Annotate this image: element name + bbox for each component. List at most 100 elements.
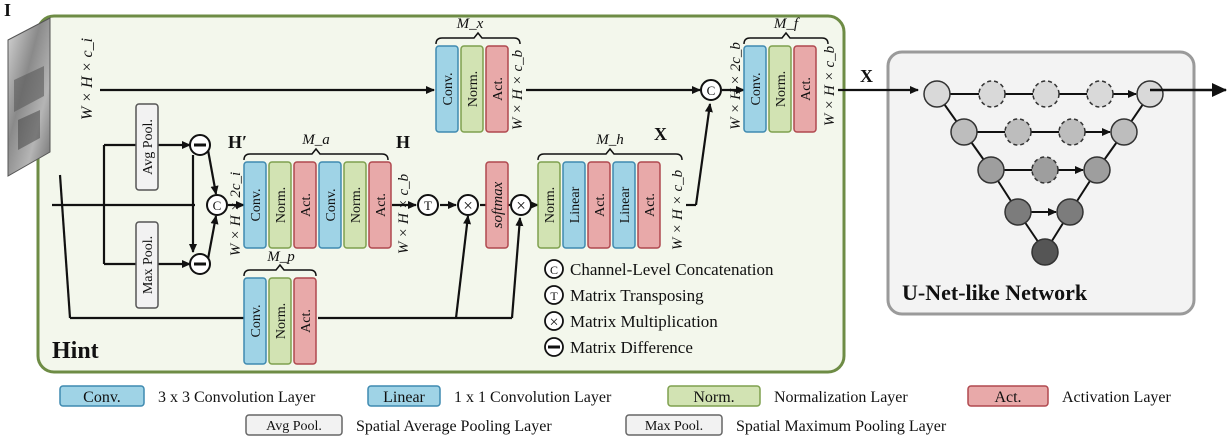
legend-text: 3 x 3 Convolution Layer xyxy=(158,389,316,406)
concat-circle-f: C xyxy=(700,79,722,101)
legend-text: 1 x 1 Convolution Layer xyxy=(454,389,612,406)
hint-title: Hint xyxy=(52,338,99,364)
unet-node xyxy=(923,80,951,108)
conv-block xyxy=(435,45,459,133)
h-label: H xyxy=(396,132,410,152)
module-mf: Conv. Norm. Act. xyxy=(743,45,817,133)
module-ma: Conv.Norm.Act.Conv.Norm.Act. xyxy=(243,161,392,249)
wiring xyxy=(52,86,919,320)
conv-block-label: Conv. xyxy=(441,73,456,106)
unet-graph xyxy=(923,80,1164,266)
unet-title: U-Net-like Network xyxy=(902,280,1088,305)
act-block-label: Act. xyxy=(374,193,389,217)
op-legend-symbol: T xyxy=(550,289,558,303)
dims-mh-out: W × H × c_b xyxy=(670,169,686,250)
norm-block xyxy=(537,161,561,249)
norm-block xyxy=(268,161,292,249)
act-block xyxy=(485,45,509,133)
op-legend-symbol: C xyxy=(550,263,558,277)
act-block-label: Act. xyxy=(299,309,314,333)
softmax-box: softmax xyxy=(485,161,509,249)
unet-skip-node xyxy=(1004,118,1032,146)
norm-block-label: Norm. xyxy=(274,303,289,339)
op-legend-symbol: × xyxy=(549,314,558,331)
unet-skip-node xyxy=(1058,118,1086,146)
legend-key: Linear xyxy=(383,389,425,406)
unet-node xyxy=(1136,80,1164,108)
module-mh-label: M_h xyxy=(595,132,624,148)
legend-key: Avg Pool. xyxy=(266,419,322,434)
norm-block xyxy=(343,161,367,249)
unet-node xyxy=(1083,156,1111,184)
unet-node xyxy=(1056,198,1084,226)
act-block-label: Act. xyxy=(491,77,506,101)
act-block-label: Act. xyxy=(593,193,608,217)
module-ma-label: M_a xyxy=(301,132,330,148)
linear-block xyxy=(562,161,586,249)
act-block xyxy=(293,277,317,365)
module-mx: Conv.Norm.Act. xyxy=(435,45,509,133)
conv-block-label: Conv. xyxy=(249,305,264,338)
op-legend-item: Matrix Difference xyxy=(544,337,693,357)
conv-block xyxy=(243,277,267,365)
act-block xyxy=(637,161,661,249)
svg-text:×: × xyxy=(463,196,473,215)
linear-block xyxy=(612,161,636,249)
linear-block-label: Linear xyxy=(568,186,583,223)
act-block-label: Act. xyxy=(799,77,814,101)
conv-block-label: Conv. xyxy=(249,189,264,222)
legend-key: Conv. xyxy=(83,389,121,406)
module-labels xyxy=(243,31,829,277)
svg-text:C: C xyxy=(213,198,222,213)
conv-block-label: Conv. xyxy=(749,73,764,106)
op-legend-text: Matrix Difference xyxy=(570,338,693,357)
op-legend-item: ×Matrix Multiplication xyxy=(544,311,718,331)
conv-block xyxy=(243,161,267,249)
multiply-circle-1: × xyxy=(457,194,479,216)
legend-text: Spatial Average Pooling Layer xyxy=(356,418,552,435)
unet-skip-node xyxy=(1086,80,1114,108)
concat-circle-a: C xyxy=(206,194,228,216)
legend-item: Max Pool.Spatial Maximum Pooling Layer xyxy=(625,414,947,436)
layer-legend: Conv. 3 x 3 Convolution Layer Linear 1 x 1 … xyxy=(59,385,1172,436)
legend-item: Conv. 3 x 3 Convolution Layer xyxy=(59,385,316,407)
norm-block-label: Norm. xyxy=(543,187,558,223)
norm-block xyxy=(460,45,484,133)
norm-block xyxy=(768,45,792,133)
norm-block xyxy=(268,277,292,365)
linear-block-label: Linear xyxy=(618,186,633,223)
dims-ma-in: W × H × 2c_i xyxy=(228,172,244,256)
act-block xyxy=(293,161,317,249)
h-prime-label: H′ xyxy=(228,132,247,152)
diff-circle-bottom xyxy=(189,253,211,275)
svg-text:×: × xyxy=(516,196,526,215)
conv-block-label: Conv. xyxy=(324,189,339,222)
dims-mf-out: W × H × c_b xyxy=(822,45,838,126)
module-mf-label: M_f xyxy=(773,16,800,32)
svg-text:C: C xyxy=(707,83,716,98)
dims-mf-in: W × H × 2c_b xyxy=(728,42,744,130)
act-block xyxy=(793,45,817,133)
conv-block xyxy=(743,45,767,133)
unet-skip-node xyxy=(1031,156,1059,184)
legend-key: Max Pool. xyxy=(645,419,703,434)
input-image xyxy=(7,17,51,177)
svg-text:T: T xyxy=(424,198,432,213)
module-mp: Conv. Norm. Act. xyxy=(243,277,317,365)
conv-block xyxy=(318,161,342,249)
hint-panel xyxy=(36,14,846,374)
norm-block-label: Norm. xyxy=(274,187,289,223)
module-mp-label: M_p xyxy=(266,249,295,265)
transpose-circle: T xyxy=(417,194,439,216)
unet-skip-node xyxy=(1032,80,1060,108)
legend-key: Act. xyxy=(994,389,1021,406)
svg-text:softmax: softmax xyxy=(490,181,506,228)
x-output-label: X xyxy=(860,66,873,86)
norm-block-label: Norm. xyxy=(774,71,789,107)
multiply-circle-2: × xyxy=(510,194,532,216)
x-mid-label: X xyxy=(654,124,667,144)
